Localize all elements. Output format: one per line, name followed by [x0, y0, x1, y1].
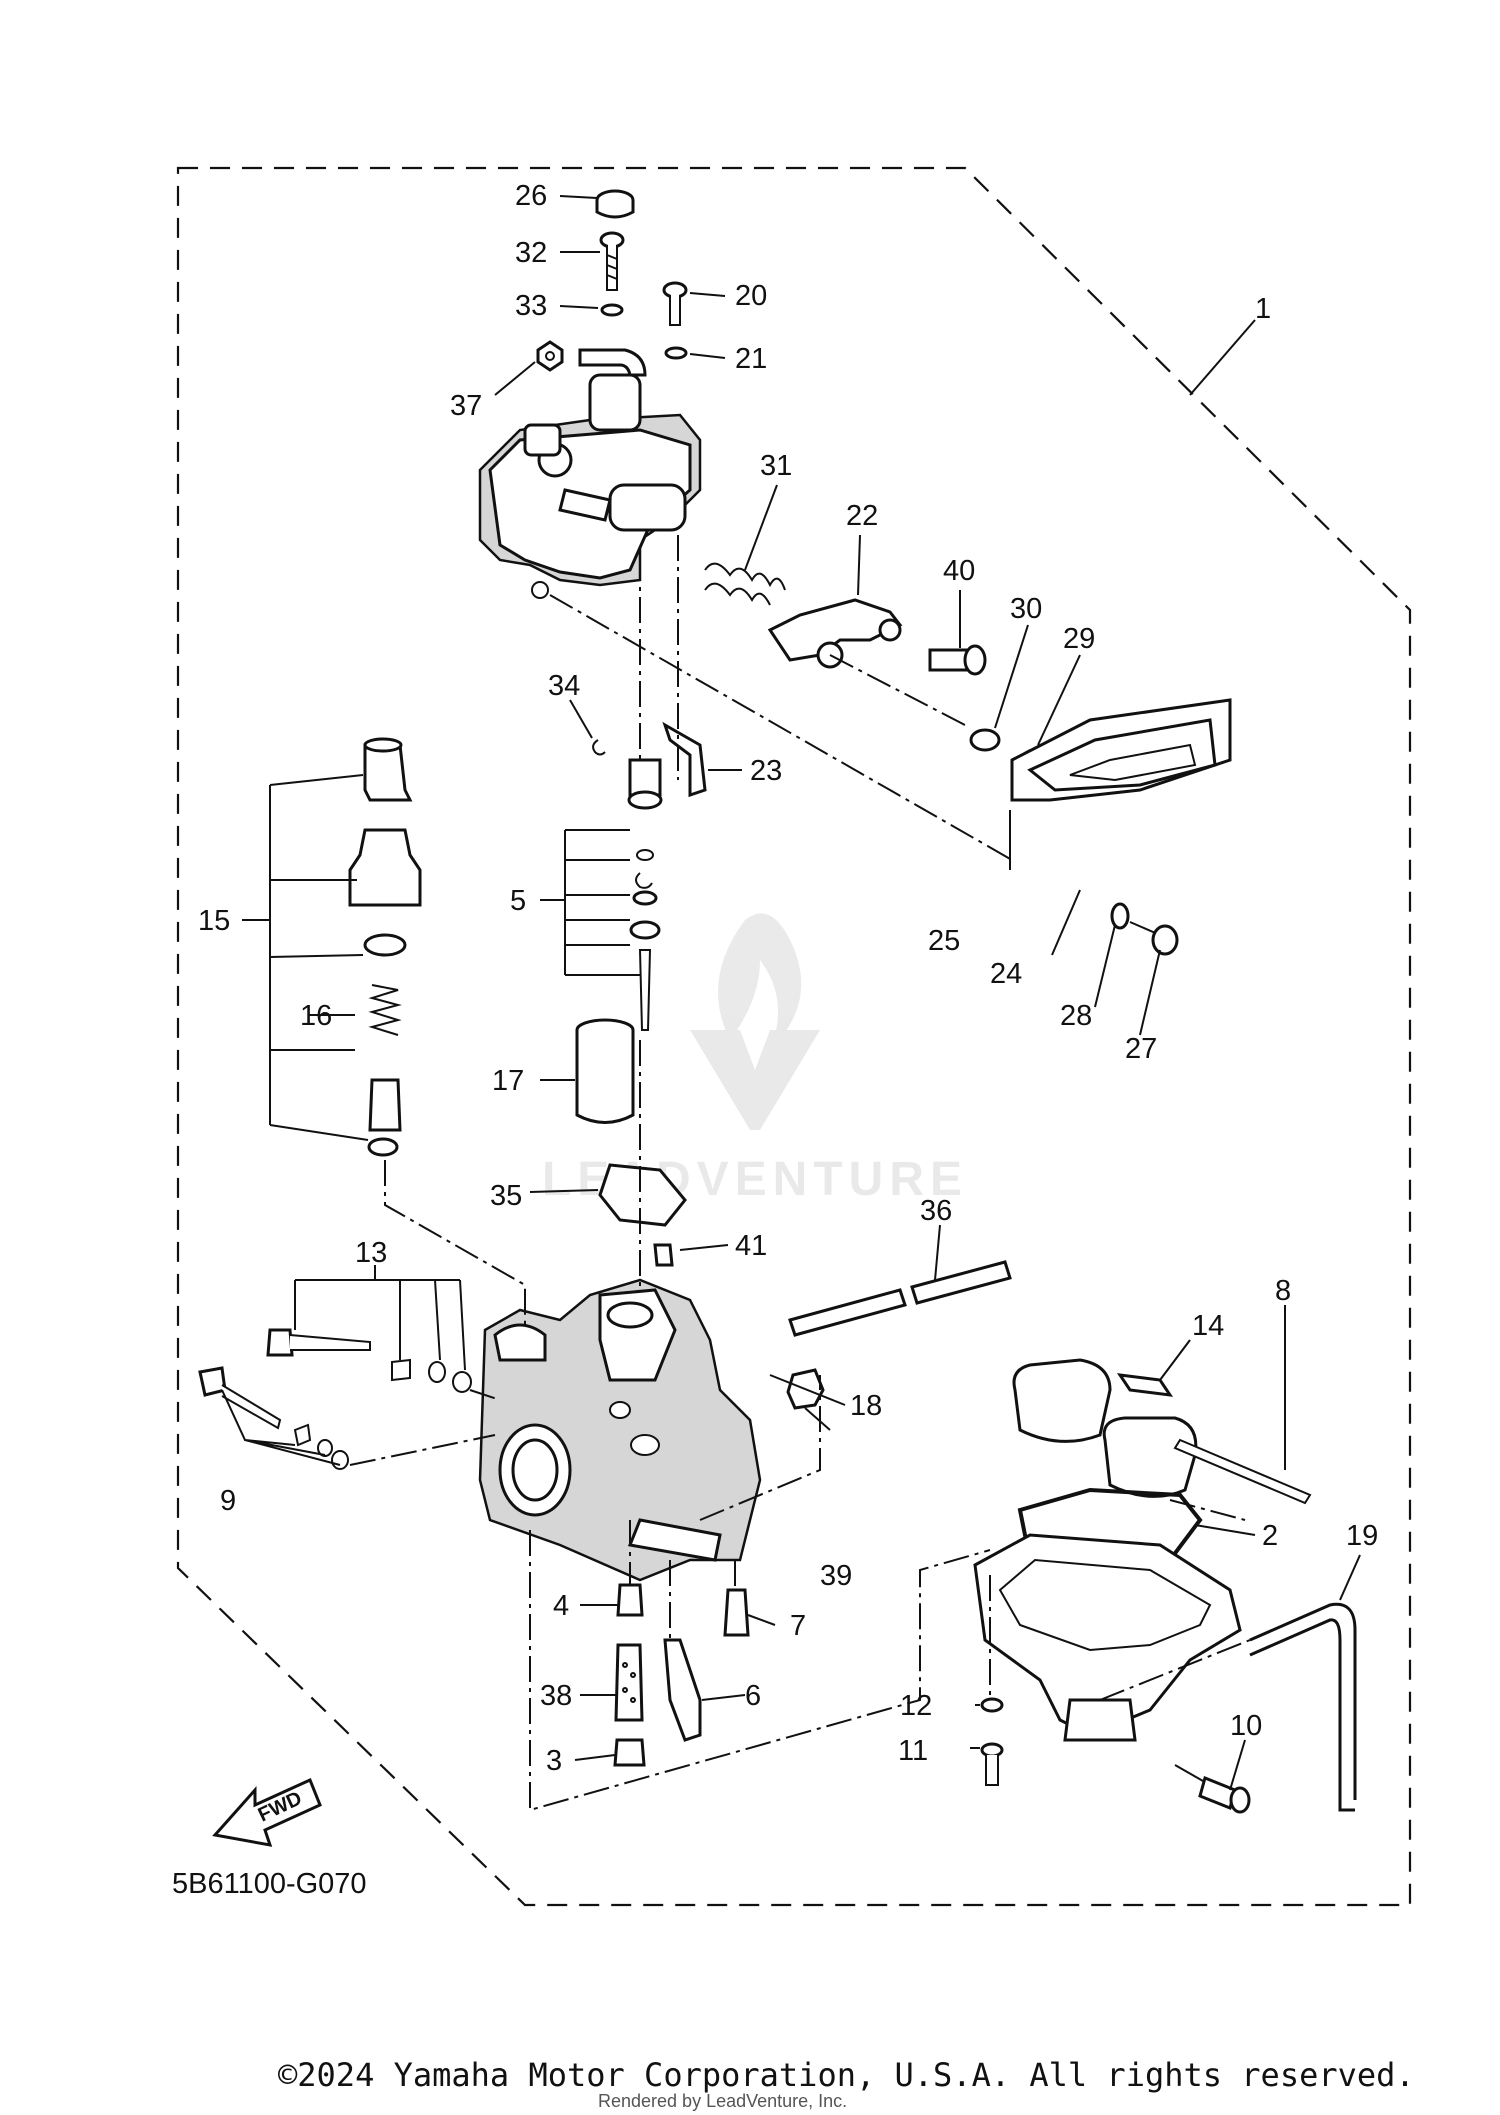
callout-34: 34: [548, 670, 580, 702]
callout-2: 2: [1262, 1520, 1278, 1552]
callout-41: 41: [735, 1230, 767, 1262]
link-23: [662, 721, 707, 798]
starter-jet-6: [663, 1638, 702, 1742]
callout-6: 6: [745, 1680, 761, 1712]
callout-27: 27: [1125, 1033, 1157, 1065]
screw-11: [980, 1742, 1004, 1786]
callout-4: 4: [553, 1590, 569, 1622]
screw-40: [928, 644, 987, 676]
nut-37: [536, 340, 564, 372]
cap-26: [595, 189, 635, 219]
washer-33: [600, 303, 624, 317]
washer-30: [969, 728, 1001, 752]
idle-screw-set-9: [198, 1366, 349, 1470]
callout-17: 17: [492, 1065, 524, 1097]
clip-34: [592, 739, 606, 756]
callout-21: 21: [735, 343, 767, 375]
callout-40: 40: [943, 555, 975, 587]
callout-8: 8: [1275, 1275, 1291, 1307]
needle-set-5: [627, 758, 663, 1031]
callout-15: 15: [198, 905, 230, 937]
callout-30: 30: [1010, 593, 1042, 625]
spring-16: [368, 984, 402, 1036]
callout-3: 3: [546, 1745, 562, 1777]
callout-19: 19: [1346, 1520, 1378, 1552]
callout-18: 18: [850, 1390, 882, 1422]
screw-32: [599, 231, 625, 291]
callout-25: 25: [928, 925, 960, 957]
screw-20: [662, 281, 688, 326]
o-ring-15: [367, 1137, 399, 1157]
callout-11: 11: [898, 1735, 928, 1767]
callout-22: 22: [846, 500, 878, 532]
callout-38: 38: [540, 1680, 572, 1712]
drain-screw-10: [1174, 1764, 1251, 1814]
cover-plate-24: [1010, 698, 1232, 802]
float-bowl: [973, 1533, 1242, 1742]
callout-23: 23: [750, 755, 782, 787]
callout-12: 12: [900, 1690, 932, 1722]
carburetor-top-cover: [478, 373, 702, 599]
washer-12: [980, 1697, 1004, 1713]
assembly-boundary: [176, 166, 1412, 1907]
spring-31: [704, 562, 786, 606]
callout-1: 1: [1255, 293, 1271, 325]
callout-33: 33: [515, 290, 547, 322]
callout-31: 31: [760, 450, 792, 482]
assembly-centerlines: [349, 535, 1251, 1812]
callout-7: 7: [790, 1610, 806, 1642]
gasket-35: [598, 1163, 687, 1227]
drain-hose-19: [1249, 1602, 1357, 1812]
callout-39: 39: [820, 1560, 852, 1592]
jet-4: [616, 1583, 644, 1617]
callout-14: 14: [1192, 1310, 1224, 1342]
throttle-valve-17: [575, 1018, 635, 1124]
callout-5: 5: [510, 885, 526, 917]
rendered-by-credit: Rendered by LeadVenture, Inc.: [598, 2091, 848, 2111]
pin-8: [1173, 1438, 1312, 1505]
callout-36: 36: [920, 1195, 952, 1227]
lever-22: [767, 598, 903, 669]
washer-28: [1110, 902, 1130, 930]
callout-29: 29: [1063, 623, 1095, 655]
callout-35: 35: [490, 1180, 522, 1212]
starter-plunger-15: [348, 737, 422, 957]
callout-10: 10: [1230, 1710, 1262, 1742]
float-14: [1012, 1358, 1198, 1498]
callout-16: 16: [300, 1000, 332, 1032]
tube-36: [788, 1260, 1012, 1337]
fwd-arrow-icon: FWD: [212, 1777, 322, 1847]
needle-valve-7: [723, 1588, 750, 1637]
plunger-15b: [368, 1078, 402, 1132]
callout-20: 20: [735, 280, 767, 312]
callout-37: 37: [450, 390, 482, 422]
callout-28: 28: [1060, 1000, 1092, 1032]
emulsion-tube-38: [614, 1643, 644, 1722]
screw-41: [653, 1243, 674, 1267]
callout-24: 24: [990, 958, 1022, 990]
callout-9: 9: [220, 1485, 236, 1517]
leader-lines: [221, 195, 1361, 1791]
washer-21: [664, 346, 688, 360]
diagram-part-code: 5B61100-G070: [172, 1868, 367, 1900]
main-jet-3: [613, 1738, 646, 1767]
callout-13: 13: [355, 1237, 387, 1269]
callout-32: 32: [515, 237, 547, 269]
pilot-screw-set-13: [266, 1328, 472, 1393]
callout-26: 26: [515, 180, 547, 212]
carburetor-body: [478, 1278, 762, 1582]
callout-labels: 26 32 33 20 21 37 1 31 22 40 30 29 34 23…: [198, 180, 1378, 1777]
fitting-hose: [578, 348, 647, 377]
copyright-notice: ©2024 Yamaha Motor Corporation, U.S.A. A…: [278, 2056, 1415, 2094]
screw-27: [1129, 921, 1179, 956]
